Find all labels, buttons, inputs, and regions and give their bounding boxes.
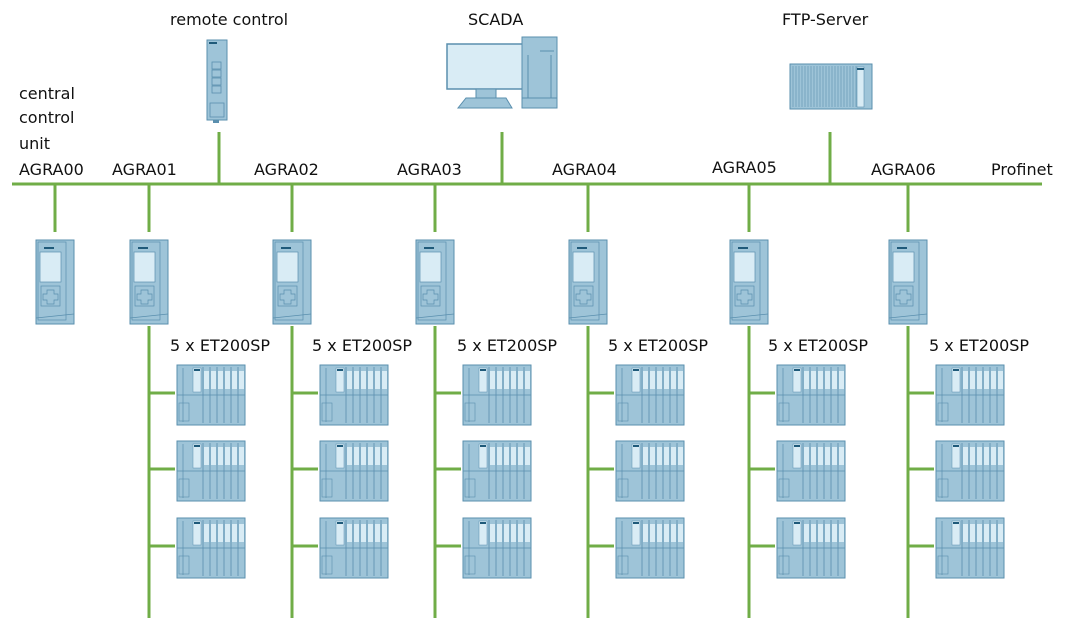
central-unit-label-line2: control [19,108,75,127]
cpu-icon-agra04 [568,239,608,325]
et200sp-icon-agra04-1 [615,364,685,426]
io-count-label-agra05: 5 x ET200SP [768,336,869,355]
et200sp-icon-agra06-3 [935,517,1005,579]
ftp-server-icon [789,63,873,110]
central-unit-label-line1: central [19,84,75,103]
io-count-label-agra03: 5 x ET200SP [457,336,558,355]
io-count-label-agra06: 5 x ET200SP [929,336,1030,355]
remote-control-switch-icon [206,39,228,123]
et200sp-icon-agra04-2 [615,440,685,502]
scada-label: SCADA [468,10,524,29]
cpu-icon-agra05 [729,239,769,325]
et200sp-icon-agra01-3 [176,517,246,579]
et200sp-icon-agra03-1 [462,364,532,426]
et200sp-icon-agra05-1 [776,364,846,426]
station-name-agra02: AGRA02 [254,160,319,179]
station-name-agra01: AGRA01 [112,160,177,179]
central-unit-label-line3: unit [19,134,50,153]
et200sp-icon-agra02-1 [319,364,389,426]
io-count-label-agra04: 5 x ET200SP [608,336,709,355]
et200sp-icon-agra03-2 [462,440,532,502]
profinet-bus-label: Profinet [991,160,1053,179]
scada-pc-icon [446,36,558,109]
cpu-icon-agra02 [272,239,312,325]
remote-control-label: remote control [170,10,289,29]
station-name-agra05: AGRA05 [712,158,777,177]
cpu-icon-agra03 [415,239,455,325]
et200sp-icon-agra05-3 [776,517,846,579]
io-count-label-agra01: 5 x ET200SP [170,336,271,355]
et200sp-icon-agra06-1 [935,364,1005,426]
station-name-agra04: AGRA04 [552,160,617,179]
et200sp-icon-agra02-3 [319,517,389,579]
ftp-server-label: FTP-Server [782,10,869,29]
et200sp-icon-agra06-2 [935,440,1005,502]
station-name-agra06: AGRA06 [871,160,936,179]
et200sp-icon-agra05-2 [776,440,846,502]
station-name-agra03: AGRA03 [397,160,462,179]
central-unit-cpu-icon [35,239,75,325]
et200sp-icon-agra01-1 [176,364,246,426]
et200sp-icon-agra01-2 [176,440,246,502]
cpu-icon-agra06 [888,239,928,325]
cpu-icon-agra01 [129,239,169,325]
et200sp-icon-agra03-3 [462,517,532,579]
central-unit-name: AGRA00 [19,160,84,179]
et200sp-icon-agra02-2 [319,440,389,502]
io-count-label-agra02: 5 x ET200SP [312,336,413,355]
et200sp-icon-agra04-3 [615,517,685,579]
